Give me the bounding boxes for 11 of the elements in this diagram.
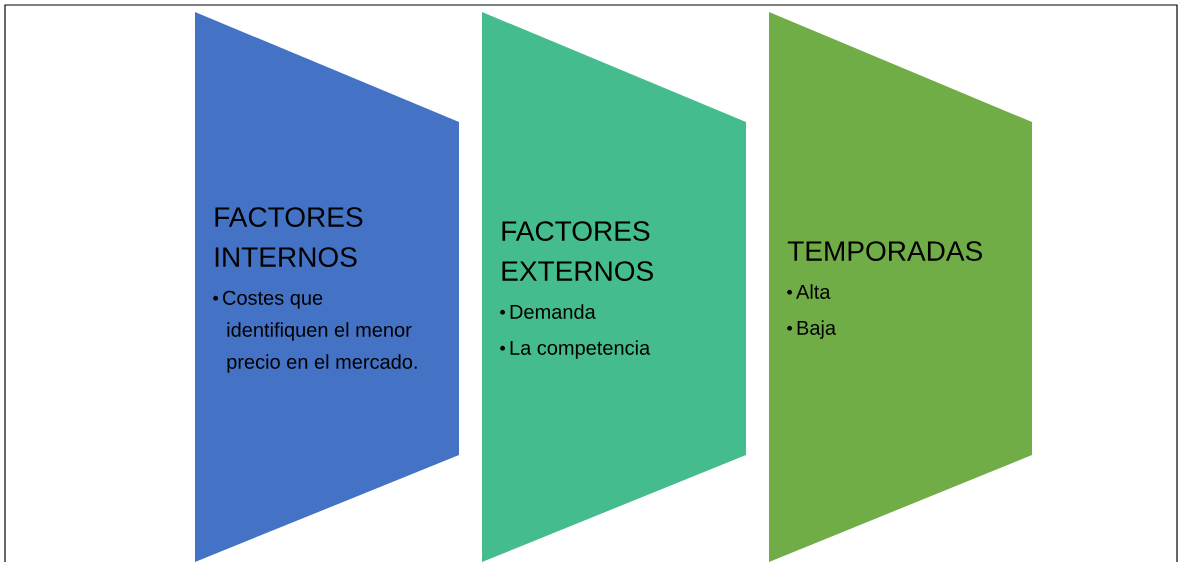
bullet-item: Costes que identifiquen el menor precio en el mercado. [213, 290, 417, 373]
trapezoid-band [482, 12, 746, 562]
heading: FACTORES INTERNOS [215, 207, 363, 267]
bullet-item: Demanda [500, 304, 596, 319]
bullet-item: Alta [787, 284, 831, 299]
heading: TEMPORADAS [787, 241, 982, 261]
trapezoid-band [769, 12, 1032, 562]
bullet-item: Baja [787, 320, 837, 339]
heading: FACTORES EXTERNOS [502, 221, 653, 281]
trapezoid-band [195, 12, 459, 562]
bullet-item: La competencia [500, 340, 651, 359]
